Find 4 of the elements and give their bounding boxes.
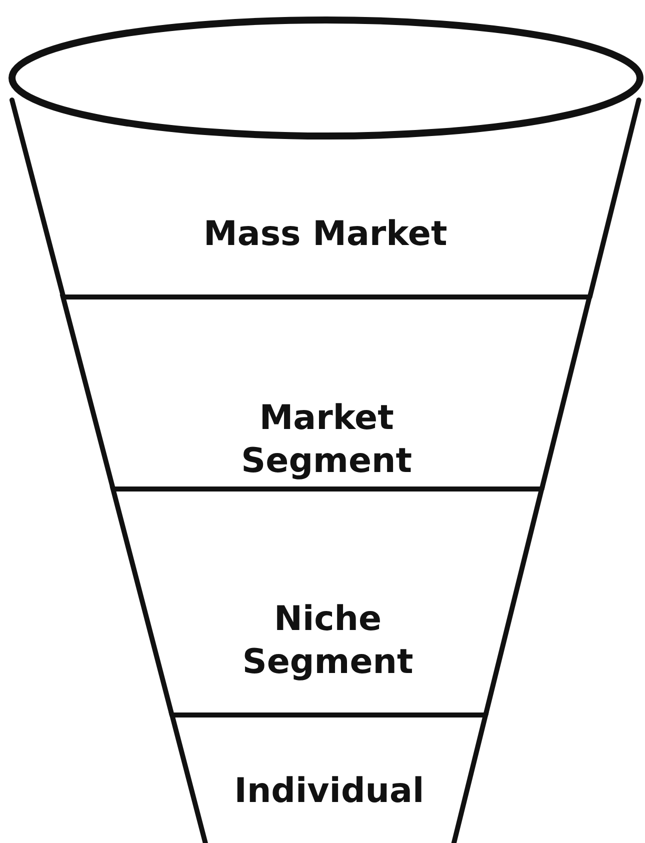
- band-label: Individual: [234, 770, 424, 812]
- band-label: Market Segment: [240, 397, 414, 482]
- band-label: Niche Segment: [241, 598, 414, 683]
- band-label: Mass Market: [204, 213, 448, 256]
